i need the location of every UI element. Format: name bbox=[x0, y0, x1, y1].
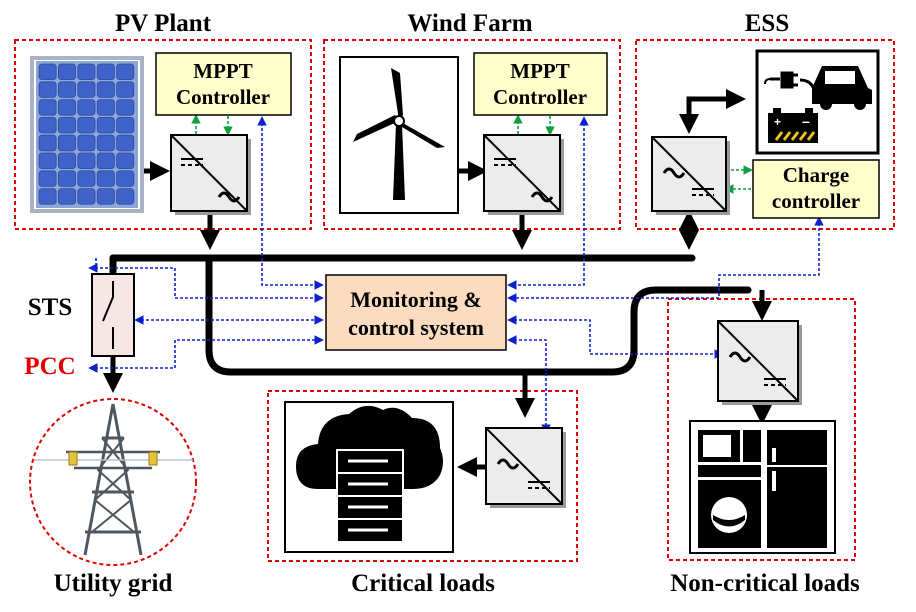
solar-cell bbox=[77, 152, 96, 170]
wind-mppt-label-1: MPPT bbox=[510, 59, 569, 83]
solar-cell bbox=[77, 188, 96, 205]
solar-cell bbox=[96, 99, 115, 116]
critical-loads-title: Critical loads bbox=[351, 570, 495, 597]
solar-cell bbox=[77, 81, 96, 98]
utility-grid-group bbox=[29, 398, 197, 566]
solar-cell bbox=[77, 63, 96, 81]
wind-mppt-controller: MPPT Controller bbox=[473, 52, 608, 116]
charge-controller-label-1: Charge bbox=[783, 163, 850, 187]
non-critical-loads-title: Non-critical loads bbox=[670, 570, 860, 597]
solar-cell bbox=[77, 117, 96, 134]
home-appliances-icon bbox=[689, 420, 836, 554]
pv-mppt-label-2: Controller bbox=[176, 85, 270, 109]
solar-cell bbox=[116, 188, 135, 205]
battery-plus-icon: + bbox=[774, 115, 781, 129]
ess-converter-to-storage-arrow bbox=[679, 89, 746, 134]
solar-cell bbox=[77, 99, 96, 116]
pcc-label: PCC bbox=[24, 353, 75, 380]
solar-cell bbox=[38, 63, 57, 81]
solar-cell bbox=[116, 134, 135, 152]
solar-cell bbox=[96, 117, 115, 134]
mppt-signals bbox=[191, 114, 753, 194]
sts-label: STS bbox=[28, 294, 72, 321]
solar-cell bbox=[96, 134, 115, 152]
solar-cell bbox=[96, 152, 115, 170]
solar-cell bbox=[116, 81, 135, 98]
solar-cell bbox=[58, 63, 77, 81]
solar-cell bbox=[58, 188, 77, 205]
static-transfer-switch-icon bbox=[91, 273, 135, 357]
solar-cell bbox=[58, 170, 77, 187]
wind-converter-icon bbox=[483, 134, 564, 215]
noncritical-converter-icon bbox=[717, 320, 802, 405]
transmission-tower-icon bbox=[34, 403, 193, 556]
power-converters bbox=[170, 134, 802, 508]
battery-minus-icon: – bbox=[802, 113, 810, 129]
pv-converter-icon bbox=[170, 134, 251, 215]
solar-cell bbox=[116, 152, 135, 170]
charge-controller: Charge controller bbox=[752, 159, 880, 219]
wind-mppt-label-2: Controller bbox=[493, 85, 587, 109]
battery-icon: + – bbox=[768, 108, 818, 143]
wind-farm-group bbox=[323, 39, 621, 230]
ess-converter-icon bbox=[651, 136, 730, 215]
solar-cell bbox=[58, 152, 77, 170]
pv-mppt-controller: MPPT Controller bbox=[155, 52, 292, 116]
solar-cell bbox=[58, 99, 77, 116]
solar-cell bbox=[38, 170, 57, 187]
solar-cell bbox=[77, 170, 96, 187]
pv-mppt-label-1: MPPT bbox=[193, 59, 252, 83]
critical-loads-group bbox=[267, 390, 578, 562]
noncritical-control-line bbox=[507, 315, 724, 359]
cloud-server-icon bbox=[284, 401, 454, 553]
solar-cell bbox=[38, 81, 57, 98]
solar-cell bbox=[38, 188, 57, 205]
solar-cell bbox=[116, 63, 135, 81]
sts-lower-control-line bbox=[88, 335, 324, 373]
solar-cell bbox=[58, 81, 77, 98]
solar-cell bbox=[116, 170, 135, 187]
sts-upper-control-line bbox=[88, 263, 324, 303]
monitoring-label-1: Monitoring & bbox=[350, 287, 481, 312]
solar-cell bbox=[116, 117, 135, 134]
monitoring-control-system: Monitoring & control system bbox=[325, 274, 507, 351]
critical-converter-icon bbox=[485, 427, 566, 508]
solar-cell bbox=[38, 117, 57, 134]
solar-cell bbox=[116, 99, 135, 116]
solar-panel-icon bbox=[30, 56, 144, 213]
solar-cell bbox=[58, 117, 77, 134]
solar-cell bbox=[58, 134, 77, 152]
pv-plant-group bbox=[14, 39, 312, 230]
critical-control-line bbox=[507, 335, 551, 434]
utility-grid-title: Utility grid bbox=[54, 570, 173, 597]
wind-farm-title: Wind Farm bbox=[407, 10, 532, 37]
charge-controller-control-line bbox=[507, 216, 824, 303]
ess-title: ESS bbox=[745, 10, 789, 37]
solar-cell bbox=[96, 188, 115, 205]
solar-cell bbox=[38, 152, 57, 170]
solar-cell bbox=[96, 81, 115, 98]
solar-cell bbox=[96, 63, 115, 81]
solar-cell bbox=[77, 134, 96, 152]
wind-turbine-icon bbox=[339, 56, 459, 214]
solar-cell bbox=[38, 99, 57, 116]
charge-controller-label-2: controller bbox=[772, 189, 860, 213]
solar-cell bbox=[38, 134, 57, 152]
pv-plant-title: PV Plant bbox=[115, 10, 212, 37]
control-signals bbox=[88, 116, 824, 434]
solar-cell bbox=[96, 170, 115, 187]
monitoring-label-2: control system bbox=[348, 315, 484, 340]
